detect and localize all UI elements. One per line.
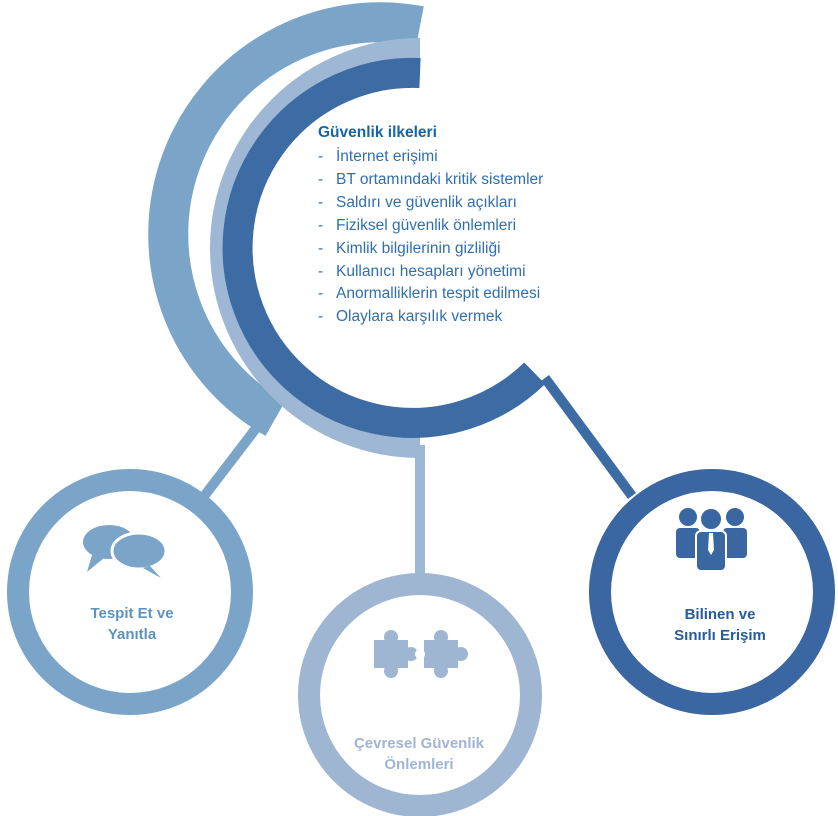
right-node-label: Bilinen ve Sınırlı Erişim <box>674 606 766 644</box>
principle-item: -Kimlik bilgilerinin gizliliği <box>318 239 501 257</box>
principle-item: -Olaylara karşılık vermek <box>318 308 503 326</box>
inner-arc <box>222 57 546 438</box>
connector-right <box>540 375 637 499</box>
principle-item: -Anormalliklerin tespit edilmesi <box>318 285 541 303</box>
left-node-label: Tespit Et ve Yanıtla <box>90 605 174 643</box>
security-principles: Güvenlik ilkeleri -İnternet erişimi -BT … <box>318 122 648 329</box>
outer-arc <box>148 2 424 436</box>
center-node-ring <box>298 573 542 816</box>
people-group-icon <box>676 507 747 572</box>
principle-item: -Kullanıcı hesapları yönetimi <box>318 262 526 280</box>
principle-item: -Fiziksel güvenlik önlemleri <box>318 216 517 234</box>
speech-bubbles-icon <box>83 525 168 578</box>
puzzle-pieces-icon <box>374 630 468 678</box>
principles-list: -İnternet erişimi -BT ortamındaki kritik… <box>318 146 648 329</box>
principles-title: Güvenlik ilkeleri <box>318 124 437 141</box>
center-node-label: Çevresel Güvenlik Önlemleri <box>353 735 485 773</box>
principle-item: -Saldırı ve güvenlik açıkları <box>318 193 517 211</box>
principle-item: -İnternet erişimi <box>318 148 438 165</box>
right-node-ring <box>589 469 835 715</box>
left-node-ring <box>7 469 253 715</box>
principle-item: -BT ortamındaki kritik sistemler <box>318 170 544 188</box>
